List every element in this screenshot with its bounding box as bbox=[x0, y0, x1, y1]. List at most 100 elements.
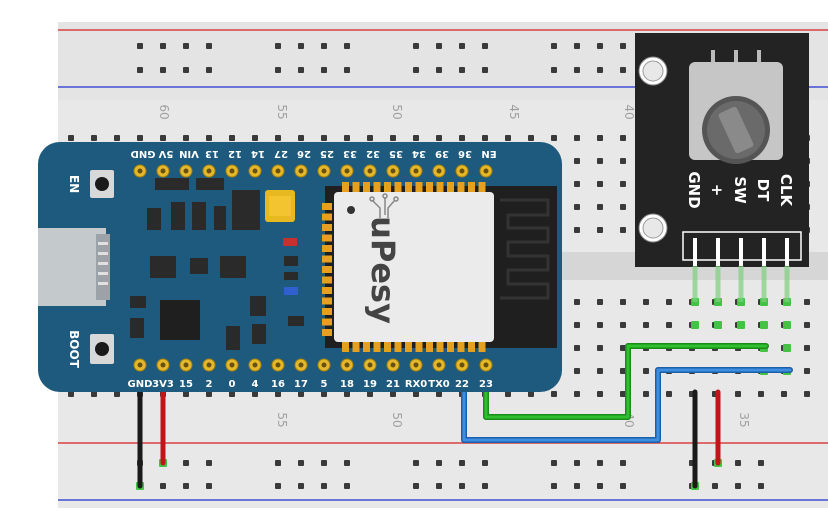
breadboard-hole[interactable] bbox=[436, 43, 442, 49]
breadboard-hole[interactable] bbox=[436, 483, 442, 489]
breadboard-hole[interactable] bbox=[344, 135, 350, 141]
breadboard-hole[interactable] bbox=[321, 67, 327, 73]
breadboard-hole[interactable] bbox=[735, 483, 741, 489]
breadboard-hole[interactable] bbox=[620, 158, 626, 164]
breadboard-hole[interactable] bbox=[114, 135, 120, 141]
breadboard-hole[interactable] bbox=[620, 460, 626, 466]
breadboard-hole[interactable] bbox=[482, 460, 488, 466]
breadboard-hole[interactable] bbox=[551, 460, 557, 466]
breadboard-hole[interactable] bbox=[804, 368, 810, 374]
breadboard-hole[interactable] bbox=[229, 391, 235, 397]
breadboard-hole[interactable] bbox=[183, 391, 189, 397]
breadboard-hole[interactable] bbox=[459, 43, 465, 49]
breadboard-hole[interactable] bbox=[275, 67, 281, 73]
breadboard-hole[interactable] bbox=[298, 43, 304, 49]
breadboard-hole[interactable] bbox=[574, 43, 580, 49]
breadboard-hole[interactable] bbox=[367, 135, 373, 141]
breadboard-hole[interactable] bbox=[321, 43, 327, 49]
breadboard-hole[interactable] bbox=[597, 204, 603, 210]
breadboard-hole[interactable] bbox=[804, 322, 810, 328]
breadboard-hole[interactable] bbox=[666, 322, 672, 328]
breadboard-hole[interactable] bbox=[597, 135, 603, 141]
breadboard-hole[interactable] bbox=[597, 345, 603, 351]
breadboard-hole[interactable] bbox=[597, 322, 603, 328]
breadboard-hole[interactable] bbox=[781, 391, 787, 397]
breadboard-hole[interactable] bbox=[505, 135, 511, 141]
breadboard-hole[interactable] bbox=[183, 67, 189, 73]
breadboard-hole[interactable] bbox=[321, 460, 327, 466]
breadboard-hole[interactable] bbox=[804, 299, 810, 305]
boot-button[interactable] bbox=[90, 334, 114, 364]
breadboard-hole[interactable] bbox=[321, 483, 327, 489]
breadboard-hole[interactable] bbox=[574, 368, 580, 374]
breadboard-hole[interactable] bbox=[298, 483, 304, 489]
breadboard-hole[interactable] bbox=[298, 135, 304, 141]
breadboard-hole[interactable] bbox=[528, 135, 534, 141]
breadboard-hole[interactable] bbox=[551, 135, 557, 141]
breadboard-hole[interactable] bbox=[344, 43, 350, 49]
breadboard-hole[interactable] bbox=[367, 391, 373, 397]
breadboard-hole[interactable] bbox=[459, 460, 465, 466]
breadboard-hole[interactable] bbox=[620, 391, 626, 397]
breadboard-hole[interactable] bbox=[804, 391, 810, 397]
en-button[interactable] bbox=[90, 170, 114, 198]
breadboard-hole[interactable] bbox=[597, 43, 603, 49]
breadboard-hole[interactable] bbox=[597, 299, 603, 305]
breadboard-hole[interactable] bbox=[620, 345, 626, 351]
breadboard-hole[interactable] bbox=[413, 460, 419, 466]
breadboard-hole[interactable] bbox=[574, 391, 580, 397]
breadboard-hole[interactable] bbox=[482, 43, 488, 49]
breadboard-hole[interactable] bbox=[252, 391, 258, 397]
breadboard-hole[interactable] bbox=[137, 135, 143, 141]
breadboard-hole[interactable] bbox=[68, 135, 74, 141]
breadboard-hole[interactable] bbox=[597, 483, 603, 489]
breadboard-hole[interactable] bbox=[459, 483, 465, 489]
breadboard-hole[interactable] bbox=[758, 460, 764, 466]
breadboard-hole[interactable] bbox=[574, 158, 580, 164]
breadboard-hole[interactable] bbox=[574, 67, 580, 73]
breadboard-hole[interactable] bbox=[183, 460, 189, 466]
breadboard-hole[interactable] bbox=[344, 67, 350, 73]
breadboard-hole[interactable] bbox=[183, 135, 189, 141]
breadboard-hole[interactable] bbox=[114, 391, 120, 397]
breadboard-hole[interactable] bbox=[298, 67, 304, 73]
breadboard-hole[interactable] bbox=[206, 135, 212, 141]
breadboard-hole[interactable] bbox=[735, 460, 741, 466]
breadboard-hole[interactable] bbox=[597, 368, 603, 374]
breadboard-hole[interactable] bbox=[344, 460, 350, 466]
breadboard-hole[interactable] bbox=[620, 181, 626, 187]
breadboard-hole[interactable] bbox=[482, 67, 488, 73]
breadboard-hole[interactable] bbox=[505, 391, 511, 397]
breadboard-hole[interactable] bbox=[574, 322, 580, 328]
breadboard-hole[interactable] bbox=[206, 460, 212, 466]
breadboard-hole[interactable] bbox=[91, 135, 97, 141]
breadboard-hole[interactable] bbox=[160, 67, 166, 73]
breadboard-hole[interactable] bbox=[666, 391, 672, 397]
breadboard-hole[interactable] bbox=[482, 483, 488, 489]
breadboard-hole[interactable] bbox=[597, 227, 603, 233]
breadboard-hole[interactable] bbox=[735, 391, 741, 397]
breadboard-hole[interactable] bbox=[137, 43, 143, 49]
breadboard-hole[interactable] bbox=[597, 391, 603, 397]
breadboard-hole[interactable] bbox=[574, 299, 580, 305]
breadboard-hole[interactable] bbox=[643, 368, 649, 374]
breadboard-hole[interactable] bbox=[160, 43, 166, 49]
breadboard-hole[interactable] bbox=[275, 135, 281, 141]
breadboard-hole[interactable] bbox=[758, 391, 764, 397]
breadboard-hole[interactable] bbox=[413, 391, 419, 397]
breadboard-hole[interactable] bbox=[482, 135, 488, 141]
breadboard-hole[interactable] bbox=[643, 299, 649, 305]
breadboard-hole[interactable] bbox=[413, 135, 419, 141]
breadboard-hole[interactable] bbox=[183, 483, 189, 489]
breadboard-hole[interactable] bbox=[321, 391, 327, 397]
breadboard-hole[interactable] bbox=[620, 322, 626, 328]
breadboard-hole[interactable] bbox=[390, 135, 396, 141]
breadboard-hole[interactable] bbox=[413, 43, 419, 49]
breadboard-hole[interactable] bbox=[574, 483, 580, 489]
breadboard-hole[interactable] bbox=[643, 322, 649, 328]
breadboard-hole[interactable] bbox=[206, 67, 212, 73]
breadboard-hole[interactable] bbox=[436, 67, 442, 73]
breadboard-hole[interactable] bbox=[574, 227, 580, 233]
breadboard-hole[interactable] bbox=[436, 391, 442, 397]
breadboard-hole[interactable] bbox=[275, 43, 281, 49]
